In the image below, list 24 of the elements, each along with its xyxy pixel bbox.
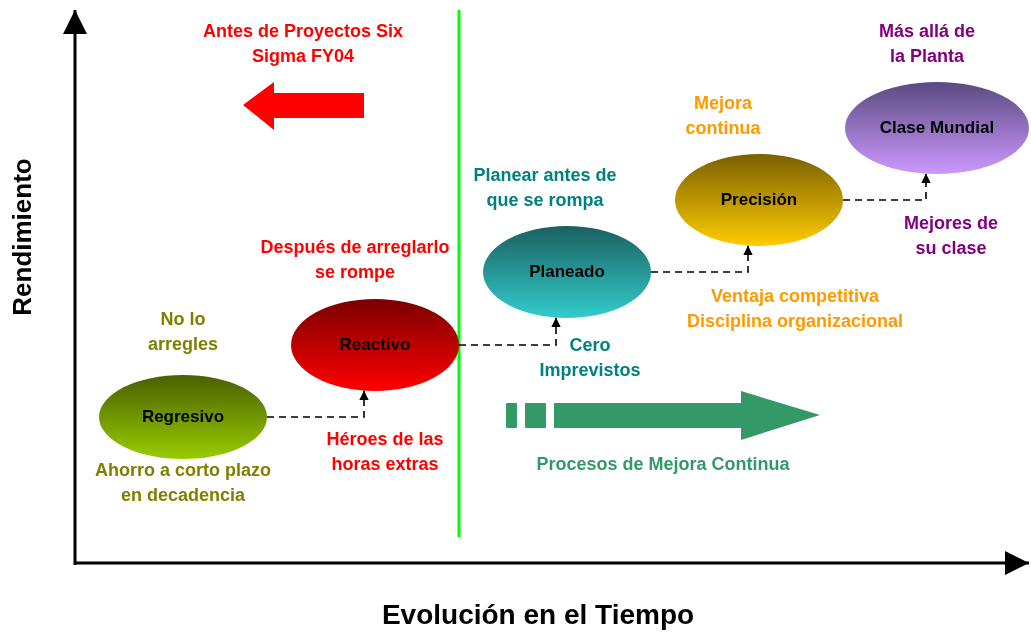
dashed-arrow (650, 244, 753, 273)
stage-name: Reactivo (339, 335, 411, 355)
note-text: Procesos de Mejora Continua (535, 453, 791, 476)
heading-note: Antes de Proyectos Six Sigma FY04 (201, 20, 405, 68)
axis-title: Evolución en el Tiempo (380, 598, 696, 632)
dashed-arrow (458, 316, 561, 346)
stage-name: Planeado (529, 262, 605, 282)
dashed-arrow (842, 172, 931, 201)
note-text: Más allá de la Planta (877, 20, 976, 68)
axis-title: Rendimiento (6, 158, 38, 316)
stage-name: Clase Mundial (879, 118, 995, 138)
note-text: Ahorro a corto plazo en decadencia (94, 459, 272, 507)
note-text: Después de arreglarlo se rompe (259, 236, 451, 284)
stage-name: Regresivo (141, 407, 225, 427)
note-text: Cero Imprevistos (538, 334, 642, 382)
note-text: Disciplina organizacional (685, 310, 905, 333)
note-text: Ventaja competitiva (709, 285, 881, 308)
note-text: Planear antes de que se rompa (472, 164, 618, 212)
dashed-arrow (266, 389, 369, 418)
note-text: Héroes de las horas extras (325, 428, 445, 476)
note-text: Mejores de su clase (902, 212, 999, 260)
stage-name: Precisión (720, 190, 798, 210)
note-text: Mejora continua (684, 92, 762, 140)
note-text: No lo arregles (146, 308, 220, 356)
